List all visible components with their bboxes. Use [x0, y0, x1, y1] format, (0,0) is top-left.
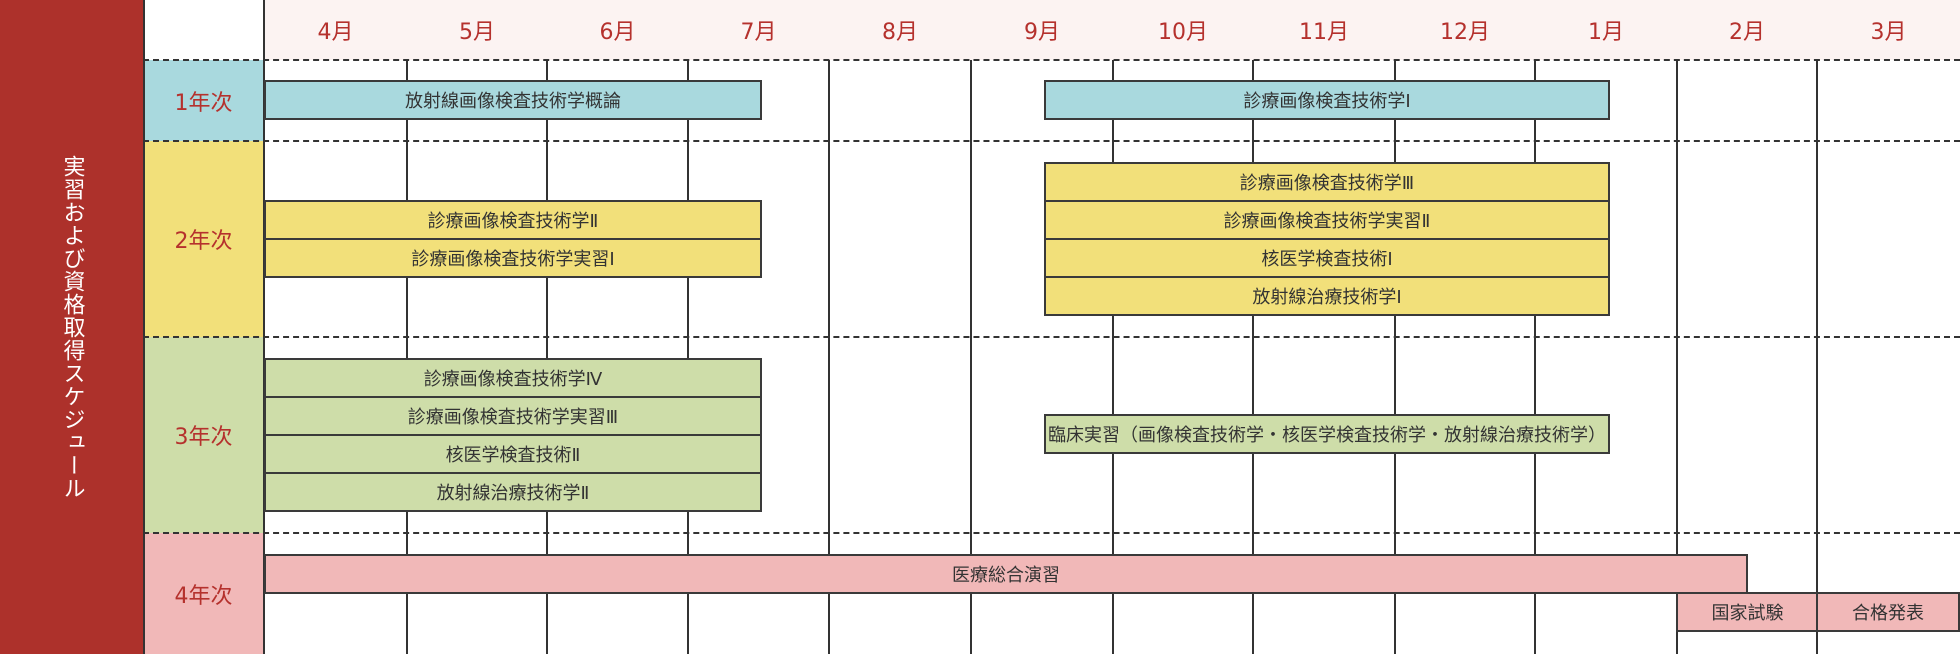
month-dec: 12月 [1395, 0, 1535, 60]
row-separator [143, 59, 1960, 61]
course-bar: 診療画像検査技術学Ⅰ [1044, 80, 1610, 120]
grid-line [828, 60, 830, 654]
side-title: 実習および資格取得スケジュール [59, 154, 85, 500]
course-bar: 放射線治療技術学Ⅱ [264, 472, 762, 512]
grid-line [1394, 60, 1396, 654]
course-bar: 診療画像検査技術学Ⅲ [1044, 162, 1610, 202]
year-label-4: 4年次 [143, 533, 264, 654]
row-separator [143, 532, 1960, 534]
month-oct: 10月 [1113, 0, 1253, 60]
grid-line [263, 0, 265, 654]
year-label-1: 1年次 [143, 60, 264, 141]
month-nov: 11月 [1253, 0, 1395, 60]
course-bar: 医療総合演習 [264, 554, 1748, 594]
course-bar: 診療画像検査技術学実習Ⅲ [264, 396, 762, 436]
month-sep: 9月 [971, 0, 1113, 60]
year-label-2: 2年次 [143, 141, 264, 337]
exam-bar: 国家試験 [1676, 592, 1819, 632]
month-may: 5月 [407, 0, 547, 60]
header-corner [143, 0, 264, 60]
course-bar: 診療画像検査技術学Ⅱ [264, 200, 762, 240]
month-jan: 1月 [1535, 0, 1677, 60]
grid-line [1676, 60, 1678, 654]
month-jun: 6月 [547, 0, 688, 60]
course-bar: 放射線治療技術学Ⅰ [1044, 276, 1610, 316]
grid-line [1112, 60, 1114, 654]
course-bar: 放射線画像検査技術学概論 [264, 80, 762, 120]
grid-line [1252, 60, 1254, 654]
month-jul: 7月 [688, 0, 829, 60]
month-mar: 3月 [1817, 0, 1960, 60]
month-feb: 2月 [1677, 0, 1817, 60]
row-separator [143, 140, 1960, 142]
result-bar: 合格発表 [1816, 592, 1960, 632]
grid-line [970, 60, 972, 654]
course-bar: 診療画像検査技術学Ⅳ [264, 358, 762, 398]
grid-line [1534, 60, 1536, 654]
grid-line [143, 0, 145, 654]
grid-line [687, 60, 689, 654]
month-apr: 4月 [264, 0, 407, 60]
grid-line [1816, 60, 1818, 654]
grid-line [406, 60, 408, 654]
course-bar: 臨床実習（画像検査技術学・核医学検査技術学・放射線治療技術学） [1044, 414, 1610, 454]
month-aug: 8月 [829, 0, 971, 60]
row-separator [143, 336, 1960, 338]
course-bar: 診療画像検査技術学実習Ⅱ [1044, 200, 1610, 240]
course-bar: 診療画像検査技術学実習Ⅰ [264, 238, 762, 278]
year-label-3: 3年次 [143, 337, 264, 533]
course-bar: 核医学検査技術Ⅱ [264, 434, 762, 474]
course-bar: 核医学検査技術Ⅰ [1044, 238, 1610, 278]
side-title-bar: 実習および資格取得スケジュール [0, 0, 143, 654]
grid-line [546, 60, 548, 654]
